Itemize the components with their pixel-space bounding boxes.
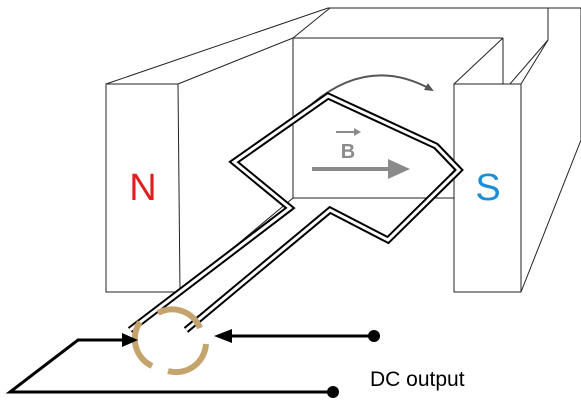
- north-pole: N: [105, 83, 181, 293]
- commutator-ring: [131, 306, 209, 376]
- north-pole-label: N: [129, 167, 156, 209]
- south-pole: S: [453, 37, 549, 293]
- output-terminal-top: [368, 330, 380, 342]
- output-circuit: [5, 334, 372, 394]
- output-terminal-bottom: [327, 386, 339, 398]
- dc-output-label: DC output: [370, 368, 465, 391]
- right-brush-arrow: [214, 329, 232, 343]
- magnetic-field-vector: B: [312, 128, 410, 179]
- south-pole-label: S: [475, 167, 500, 209]
- field-vector-label: B: [341, 141, 355, 163]
- left-brush-arrow: [122, 333, 138, 347]
